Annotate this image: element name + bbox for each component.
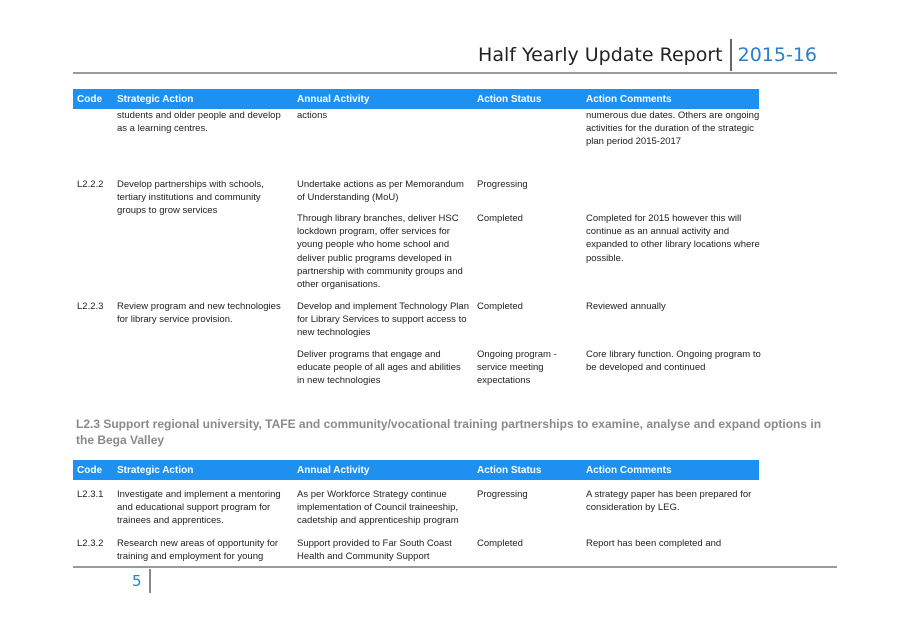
row-action-comments: Completed for 2015 however this will con… <box>586 213 760 264</box>
header-rule <box>73 72 837 74</box>
col-strategic-action: Strategic Action <box>117 94 194 105</box>
col-strategic-action: Strategic Action <box>117 465 194 476</box>
continued-comments: numerous due dates. Others are ongoing a… <box>586 110 760 148</box>
row-code: L2.3.1 <box>77 489 104 500</box>
row-annual-activity: Through library branches, deliver HSC lo… <box>297 213 463 291</box>
row-strategic-action: Develop partnerships with schools, terti… <box>117 179 264 217</box>
row-action-status: Progressing <box>477 179 528 190</box>
table1-header: Code Strategic Action Annual Activity Ac… <box>73 89 759 109</box>
row-annual-activity: Deliver programs that engage and educate… <box>297 349 461 387</box>
col-action-comments: Action Comments <box>586 94 672 105</box>
row-action-comments: Report has been completed and <box>586 538 722 549</box>
row-action-status: Progressing <box>477 489 528 500</box>
row-strategic-action: Investigate and implement a mentoring an… <box>117 489 281 527</box>
row-action-status: Ongoing program - service meeting expect… <box>477 349 557 387</box>
row-action-status: Completed <box>477 301 523 312</box>
row-code: L2.2.3 <box>77 301 104 312</box>
continued-annual-activity: actions <box>297 110 328 121</box>
report-header: Half Yearly Update Report 2015-16 <box>478 38 817 72</box>
row-action-status: Completed <box>477 538 523 549</box>
row-action-comments: Core library function. Ongoing program t… <box>586 349 761 374</box>
row-annual-activity: Undertake actions as per Memorandum of U… <box>297 179 464 204</box>
page-number: 5 <box>132 572 142 590</box>
table2-header: Code Strategic Action Annual Activity Ac… <box>73 460 759 480</box>
col-annual-activity: Annual Activity <box>297 94 370 105</box>
row-action-comments: Reviewed annually <box>586 301 666 312</box>
row-annual-activity: Develop and implement Technology Plan fo… <box>297 301 469 339</box>
col-code: Code <box>77 94 102 105</box>
report-year: 2015-16 <box>737 44 817 66</box>
row-strategic-action: Research new areas of opportunity for tr… <box>117 538 279 563</box>
row-action-comments: A strategy paper has been prepared for c… <box>586 489 752 514</box>
section-heading: L2.3 Support regional university, TAFE a… <box>76 417 822 447</box>
col-code: Code <box>77 465 102 476</box>
col-action-comments: Action Comments <box>586 465 672 476</box>
footer-divider <box>149 569 151 593</box>
col-action-status: Action Status <box>477 94 542 105</box>
row-annual-activity: As per Workforce Strategy continue imple… <box>297 489 459 527</box>
continued-strategic-action: students and older people and develop as… <box>117 110 281 135</box>
report-title: Half Yearly Update Report <box>478 44 723 66</box>
header-divider <box>729 39 732 71</box>
col-annual-activity: Annual Activity <box>297 465 370 476</box>
row-code: L2.3.2 <box>77 538 104 549</box>
col-action-status: Action Status <box>477 465 542 476</box>
row-action-status: Completed <box>477 213 523 224</box>
row-code: L2.2.2 <box>77 179 104 190</box>
row-strategic-action: Review program and new technologies for … <box>117 301 281 326</box>
footer-rule <box>73 566 837 568</box>
row-annual-activity: Support provided to Far South Coast Heal… <box>297 538 452 563</box>
